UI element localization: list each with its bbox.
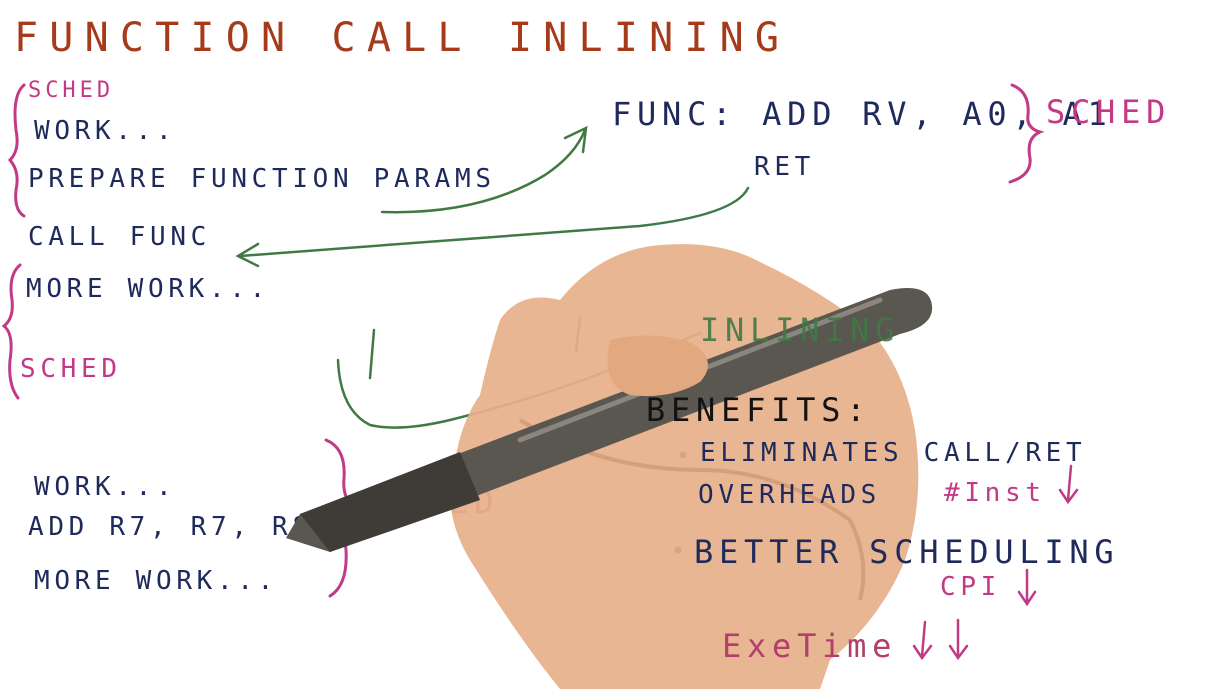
inlining-label: INLINING bbox=[700, 311, 901, 349]
down-arrow-icon bbox=[912, 620, 933, 661]
callee-brace bbox=[1008, 83, 1045, 184]
caller-sched-top-label: SCHED bbox=[28, 78, 115, 103]
caller-sched-bottom-label: SCHED bbox=[20, 354, 122, 384]
benefits-heading: BENEFITS: bbox=[646, 391, 872, 429]
benefit-2-line: BETTER SCHEDULING bbox=[694, 533, 1120, 571]
benefit-1-note: #Inst bbox=[944, 478, 1046, 508]
return-arrow-head bbox=[235, 242, 260, 268]
exec-time-label: ExeTime bbox=[722, 627, 898, 665]
call-arrow-head bbox=[563, 125, 588, 154]
bullet-1 bbox=[679, 451, 687, 459]
inlined-brace bbox=[324, 438, 360, 598]
benefit-1-line-2: OVERHEADS bbox=[698, 480, 881, 510]
callee-sched-label: SCHED bbox=[1046, 93, 1172, 131]
down-arrow-icon bbox=[1058, 464, 1079, 505]
inlined-add-line: ADD R7, R7, R8 bbox=[28, 512, 313, 542]
call-arrow bbox=[380, 128, 587, 214]
inlining-tick-right bbox=[574, 316, 582, 354]
caller-more-work-line: MORE WORK... bbox=[26, 274, 270, 304]
benefit-1-line-1: ELIMINATES CALL/RET bbox=[700, 438, 1087, 468]
callee-ret-line: RET bbox=[754, 152, 815, 182]
callee-func-line: FUNC: ADD RV, A0, A1 bbox=[612, 95, 1113, 133]
bullet-2 bbox=[674, 546, 682, 554]
caller-bottom-brace bbox=[1, 263, 22, 400]
return-arrow bbox=[238, 186, 750, 258]
page-title: FUNCTION CALL INLINING bbox=[14, 15, 791, 61]
benefit-2-note: CPI bbox=[940, 572, 1001, 602]
caller-call-line: CALL FUNC bbox=[28, 222, 211, 252]
caller-work-line: WORK... bbox=[34, 116, 177, 146]
caller-prepare-line: PREPARE FUNCTION PARAMS bbox=[28, 164, 496, 194]
down-arrow-icon bbox=[1017, 568, 1037, 607]
inlined-work-line: WORK... bbox=[34, 472, 177, 502]
inlining-tick-left bbox=[368, 328, 376, 380]
down-arrow-icon bbox=[948, 618, 969, 661]
inlined-more-work-line: MORE WORK... bbox=[34, 566, 278, 596]
caller-top-brace bbox=[7, 83, 26, 218]
inlined-sched-label: SCHED bbox=[374, 483, 500, 521]
